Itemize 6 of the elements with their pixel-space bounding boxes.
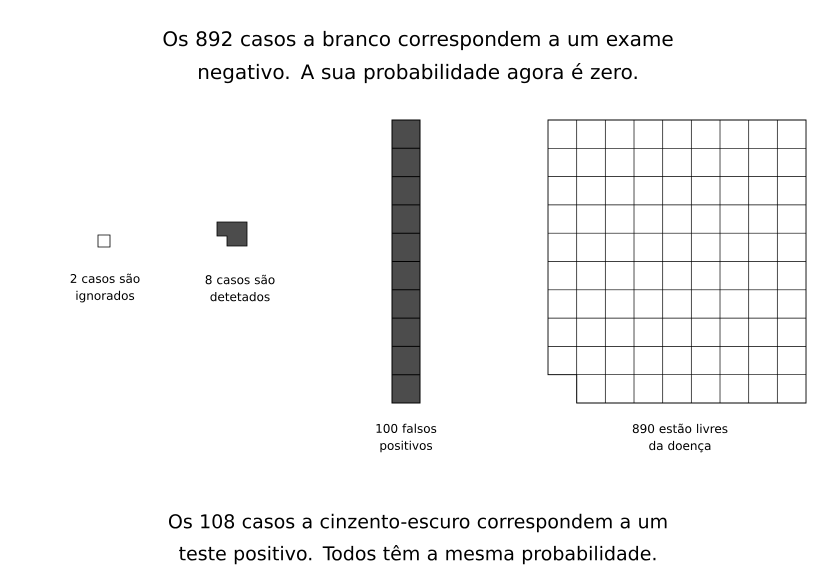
count-label: 2 casos são ignorados [70, 274, 140, 302]
count-label: 100 falsos positivos [376, 424, 436, 452]
caption: Os 108 casos a cinzento-escuro correspondem a um teste positivo. Todos têm a mesma probabilidade. [169, 514, 666, 564]
count-label: 8 casos são detetados [206, 274, 275, 302]
count-label: 890 estão livres da doença [632, 424, 728, 452]
title: Os 892 casos a branco correspondem a um exame negativo. A sua probabilidade agora é zero. [164, 30, 673, 84]
